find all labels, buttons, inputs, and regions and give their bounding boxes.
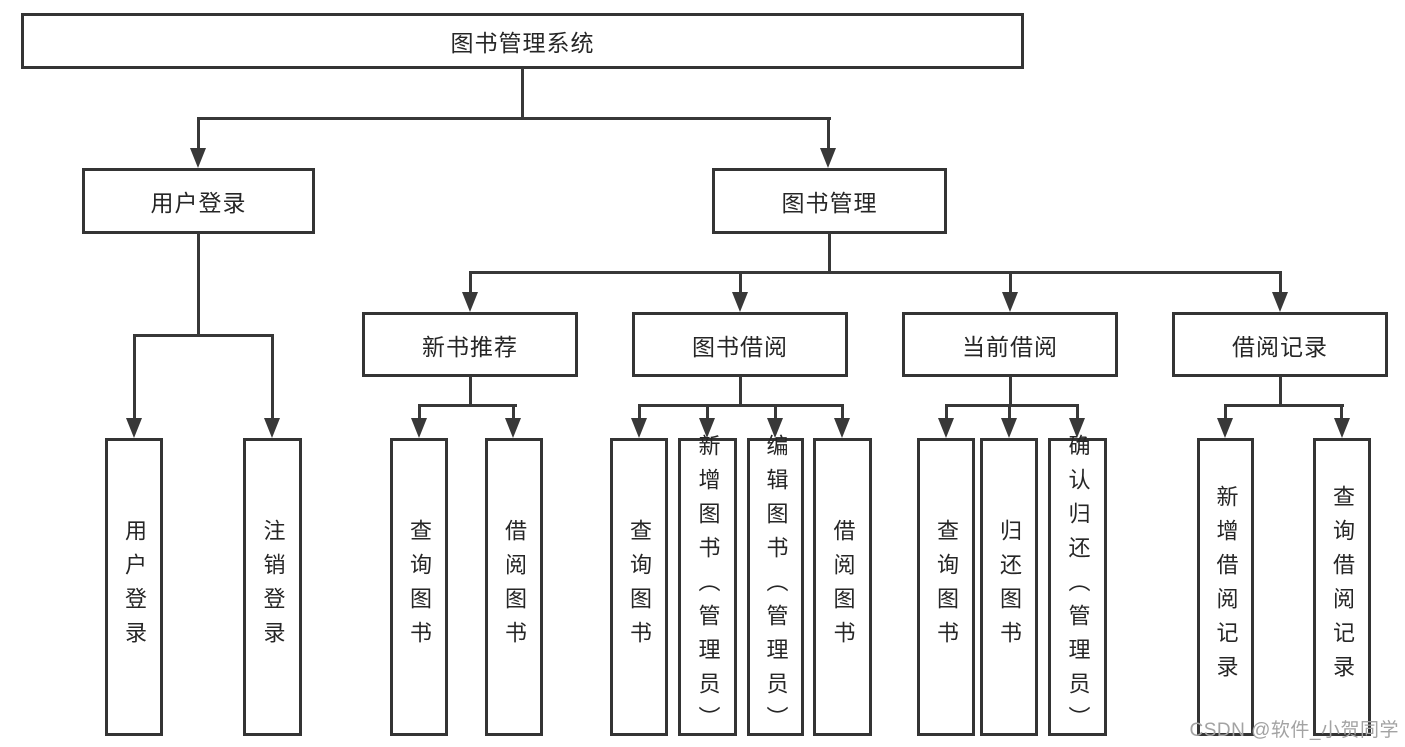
csdn-watermark: CSDN @软件_小贺同学 [1189,720,1399,741]
connector-line [1076,404,1079,420]
connector-line [512,404,515,420]
leaf-box-return-books: 归还图书 [980,438,1038,736]
connector-line [827,117,830,151]
leaf-box-query-books-current: 查询图书 [917,438,975,736]
leaf-label: 编辑图书（管理员） [763,434,789,740]
leaf-label: 注销登录 [260,519,286,655]
connector-line [197,117,200,151]
connector-line [774,404,777,420]
leaf-label: 新增借阅记录 [1213,485,1239,689]
arrow-down-icon [462,292,478,312]
leaf-label: 查询图书 [407,519,432,655]
connector-line [418,404,421,420]
connector-line [271,334,274,420]
connector-line [133,334,274,337]
connector-line [1009,271,1012,294]
connector-line [828,233,831,274]
arrow-down-icon [1272,292,1288,312]
arrow-down-icon [834,418,850,438]
connector-line [133,334,136,420]
arrow-down-icon [1001,418,1017,438]
leaf-box-add-borrow-record: 新增借阅记录 [1197,438,1254,736]
connector-line [739,271,742,294]
connector-line [1224,404,1344,407]
module-box-borrowing-records: 借阅记录 [1172,312,1388,377]
module-box-current-borrowing: 当前借阅 [902,312,1118,377]
arrow-down-icon [820,148,836,168]
arrow-down-icon [505,418,521,438]
arrow-down-icon [732,292,748,312]
leaf-box-query-books-borrowing: 查询图书 [610,438,668,736]
arrow-down-icon [631,418,647,438]
connector-line [706,404,709,420]
leaf-box-borrow-books: 借阅图书 [813,438,872,736]
arrow-down-icon [1069,418,1085,438]
leaf-label: 用户登录 [122,519,147,655]
branch-label: 用户登录 [150,190,247,216]
leaf-label: 查询图书 [934,519,959,655]
arrow-down-icon [1334,418,1350,438]
leaf-box-logout: 注销登录 [243,438,302,736]
module-label: 图书借阅 [692,333,788,360]
connector-line [739,376,742,407]
arrow-down-icon [938,418,954,438]
leaf-box-borrow-books-recommend: 借阅图书 [485,438,543,736]
connector-line [1279,271,1282,294]
connector-line [469,376,472,407]
connector-line [1224,404,1227,420]
module-label: 新书推荐 [422,333,518,360]
leaf-label: 归还图书 [997,519,1022,655]
connector-line [521,68,524,120]
connector-line [197,117,831,120]
branch-box-user-login: 用户登录 [82,168,315,234]
leaf-label: 查询图书 [627,519,652,655]
connector-line [945,404,1079,407]
connector-line [469,271,472,294]
arrow-down-icon [264,418,280,438]
connector-line [197,233,200,337]
connector-line [418,404,517,407]
leaf-label: 确认归还（管理员） [1065,434,1091,740]
arrow-down-icon [1217,418,1233,438]
leaf-box-add-books-admin: 新增图书（管理员） [678,434,737,740]
module-box-book-borrowing: 图书借阅 [632,312,848,377]
connector-line [1008,404,1011,420]
leaf-box-query-books-recommend: 查询图书 [390,438,448,736]
connector-line [841,404,844,420]
arrow-down-icon [767,418,783,438]
connector-line [1279,376,1282,407]
connector-line [1340,404,1343,420]
leaf-box-confirm-return-admin: 确认归还（管理员） [1048,434,1107,740]
leaf-box-user-login: 用户登录 [105,438,163,736]
connector-line [945,404,948,420]
connector-line [638,404,641,420]
leaf-box-edit-books-admin: 编辑图书（管理员） [747,434,804,740]
leaf-label: 借阅图书 [502,519,527,655]
arrow-down-icon [126,418,142,438]
module-label: 当前借阅 [962,333,1058,360]
branch-box-book-management: 图书管理 [712,168,947,234]
connector-line [469,271,1282,274]
branch-label: 图书管理 [781,190,878,216]
arrow-down-icon [1002,292,1018,312]
leaf-label: 新增图书（管理员） [695,434,721,740]
root-label: 图书管理系统 [450,30,595,56]
leaf-label: 借阅图书 [830,519,856,655]
module-label: 借阅记录 [1232,333,1328,360]
arrow-down-icon [699,418,715,438]
connector-line [1009,376,1012,407]
arrow-down-icon [411,418,427,438]
leaf-box-query-borrow-record: 查询借阅记录 [1313,438,1371,736]
leaf-label: 查询借阅记录 [1330,485,1355,689]
connector-line [638,404,844,407]
module-box-new-book-recommend: 新书推荐 [362,312,578,377]
arrow-down-icon [190,148,206,168]
root-box-library-system: 图书管理系统 [21,13,1024,69]
